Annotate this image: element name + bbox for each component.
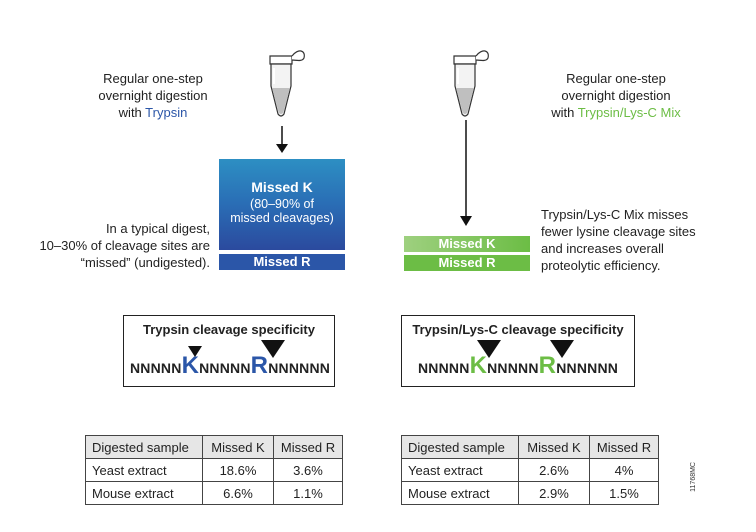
- right-enzyme-label: Trypsin/Lys-C Mix: [577, 105, 681, 120]
- right-note-line3: and increases overall: [541, 241, 664, 256]
- right-table-header: Digested sample: [401, 435, 519, 459]
- right-seq-r: R: [538, 352, 557, 379]
- right-note-line1: Trypsin/Lys-C Mix misses: [541, 207, 689, 222]
- left-seq-part-c: NNNNNN: [268, 360, 331, 376]
- table-cell: Yeast extract: [85, 458, 203, 482]
- left-seq-k: K: [181, 352, 200, 379]
- left-missed-k-title: Missed K: [251, 179, 313, 195]
- right-seq-part-a: NNNNN: [418, 360, 470, 376]
- table-cell: 1.5%: [589, 481, 659, 505]
- left-enzyme-label: Trypsin: [145, 105, 188, 120]
- left-cleavage-marker-k: [188, 346, 202, 357]
- right-seq-k: K: [469, 352, 488, 379]
- right-tube-icon: [444, 44, 492, 120]
- right-description: Regular one-step overnight digestion wit…: [528, 70, 704, 121]
- table-row: Mouse extract 2.9% 1.5%: [401, 481, 659, 505]
- right-spec-title: Trypsin/Lys-C cleavage specificity: [412, 322, 624, 337]
- right-table-header: Missed K: [518, 435, 590, 459]
- left-desc-line1: Regular one-step: [103, 71, 203, 86]
- left-missed-r-bar: Missed R: [219, 254, 345, 270]
- left-note-line2: 10–30% of cleavage sites are: [39, 238, 210, 253]
- table-cell: 6.6%: [202, 481, 274, 505]
- table-cell: 18.6%: [202, 458, 274, 482]
- right-seq-part-c: NNNNNN: [556, 360, 619, 376]
- table-cell: 3.6%: [273, 458, 343, 482]
- left-missed-k-sub2: missed cleavages): [230, 211, 334, 225]
- right-desc-line2: overnight digestion: [561, 88, 671, 103]
- left-missed-k-box: Missed K (80–90% of missed cleavages): [219, 159, 345, 250]
- left-sequence: NNNNNKNNNNNRNNNNNN: [130, 352, 330, 380]
- table-cell: Yeast extract: [401, 458, 519, 482]
- right-desc-line1: Regular one-step: [566, 71, 666, 86]
- right-missed-k-label: Missed K: [438, 236, 496, 251]
- table-row: Yeast extract 18.6% 3.6%: [85, 458, 343, 482]
- table-cell: 1.1%: [273, 481, 343, 505]
- right-missed-r-bar: Missed R: [404, 255, 530, 271]
- table-cell: 2.6%: [518, 458, 590, 482]
- table-row: Mouse extract 6.6% 1.1%: [85, 481, 343, 505]
- left-table-header: Digested sample: [85, 435, 203, 459]
- table-cell: 2.9%: [518, 481, 590, 505]
- right-cleavage-marker-k: [477, 340, 501, 358]
- left-tube-icon: [260, 44, 308, 120]
- right-seq-part-b: NNNNN: [487, 360, 539, 376]
- right-specificity-box: Trypsin/Lys-C cleavage specificity NNNNN…: [401, 315, 635, 387]
- left-seq-part-a: NNNNN: [130, 360, 182, 376]
- left-note-line3: “missed” (undigested).: [80, 255, 210, 270]
- left-cleavage-marker-r: [261, 340, 285, 358]
- right-table-header: Missed R: [589, 435, 659, 459]
- table-row: Yeast extract 2.6% 4%: [401, 458, 659, 482]
- left-arrow: [274, 126, 290, 159]
- left-description: Regular one-step overnight digestion wit…: [80, 70, 226, 121]
- right-sequence: NNNNNKNNNNNRNNNNNN: [418, 352, 618, 380]
- right-missed-r-label: Missed R: [438, 255, 496, 270]
- right-note: Trypsin/Lys-C Mix misses fewer lysine cl…: [541, 206, 751, 274]
- left-table-header: Missed R: [273, 435, 343, 459]
- left-spec-title: Trypsin cleavage specificity: [143, 322, 315, 337]
- right-cleavage-marker-r: [550, 340, 574, 358]
- left-note: In a typical digest, 10–30% of cleavage …: [10, 220, 210, 271]
- left-note-line1: In a typical digest,: [105, 221, 210, 236]
- right-note-line4: proteolytic efficiency.: [541, 258, 661, 273]
- right-missed-k-bar: Missed K: [404, 236, 530, 252]
- right-desc-with: with: [551, 105, 578, 120]
- table-cell: Mouse extract: [401, 481, 519, 505]
- right-results-table: Digested sample Missed K Missed R Yeast …: [401, 435, 659, 505]
- left-missed-r-label: Missed R: [253, 254, 311, 269]
- left-seq-r: R: [250, 352, 269, 379]
- table-cell: Mouse extract: [85, 481, 203, 505]
- table-cell: 4%: [589, 458, 659, 482]
- right-table-header-row: Digested sample Missed K Missed R: [401, 435, 659, 459]
- left-table-header: Missed K: [202, 435, 274, 459]
- right-note-line2: fewer lysine cleavage sites: [541, 224, 696, 239]
- left-desc-line2: overnight digestion: [98, 88, 208, 103]
- left-seq-part-b: NNNNN: [199, 360, 251, 376]
- left-missed-k-sub1: (80–90% of: [250, 197, 314, 211]
- left-desc-with: with: [118, 105, 146, 120]
- left-results-table: Digested sample Missed K Missed R Yeast …: [85, 435, 343, 505]
- right-arrow: [458, 120, 474, 233]
- left-specificity-box: Trypsin cleavage specificity NNNNNKNNNNN…: [123, 315, 335, 387]
- left-table-header-row: Digested sample Missed K Missed R: [85, 435, 343, 459]
- figure-id: 11768MC: [690, 462, 697, 492]
